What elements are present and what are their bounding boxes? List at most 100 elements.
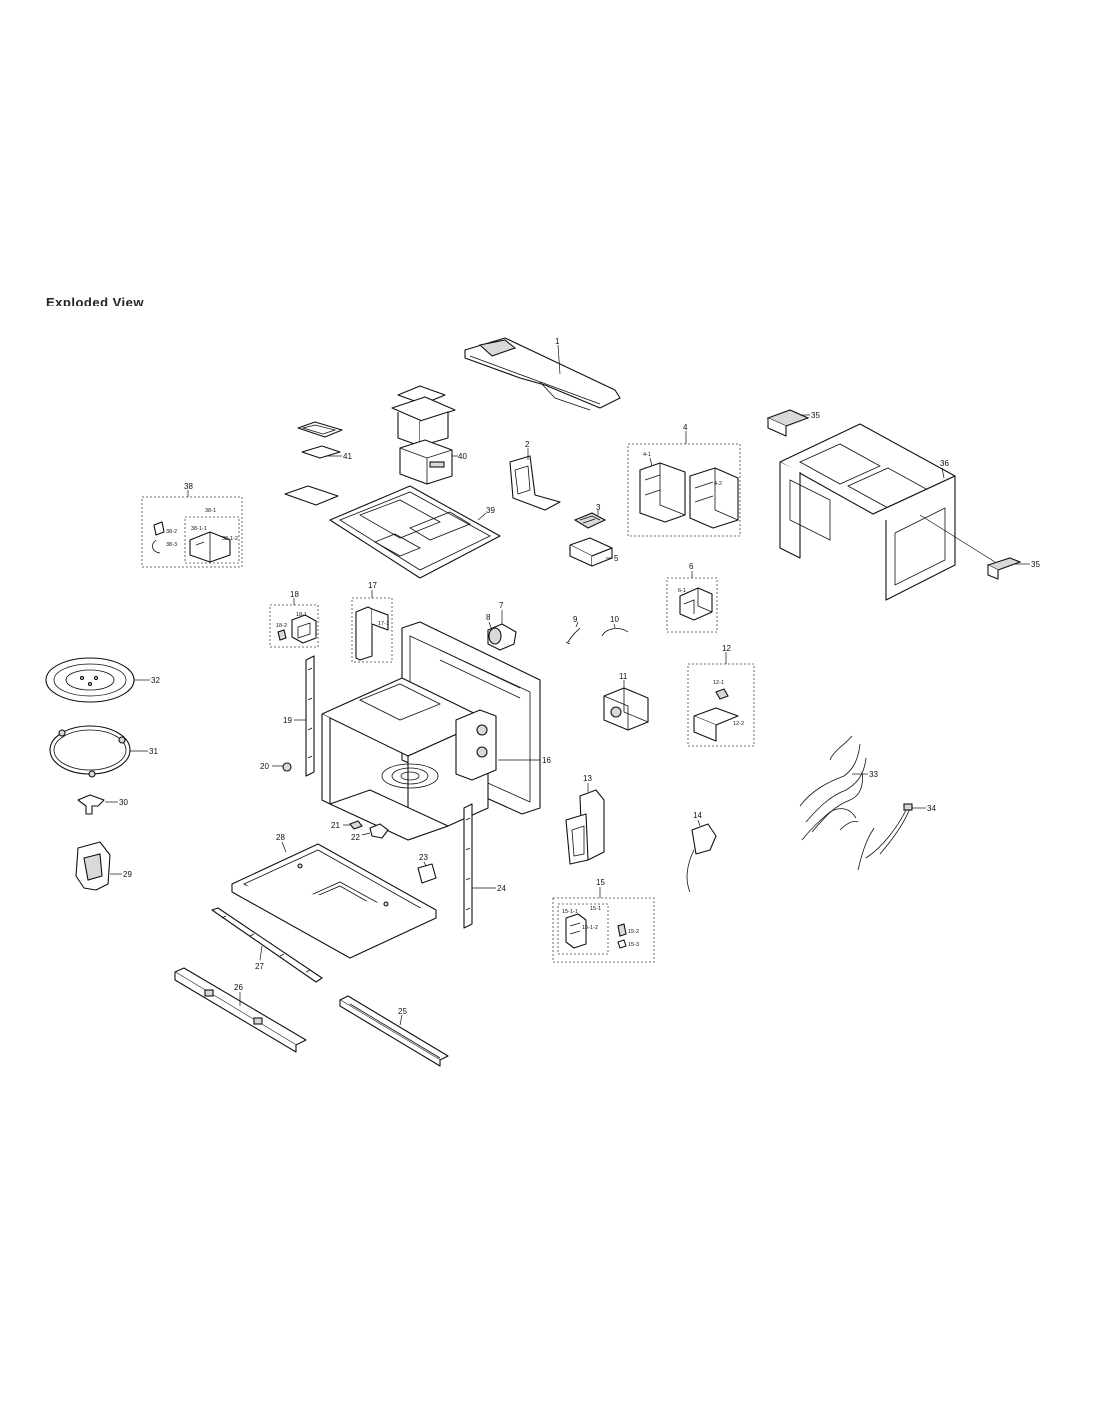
callout-9: 9 <box>573 615 578 624</box>
part-4-hinge-group: 4 4-1 4-2 <box>627 423 741 537</box>
part-5-holder: 5 <box>569 537 619 567</box>
callout-30: 30 <box>119 798 128 807</box>
part-1-top-plate: 1 <box>464 337 621 411</box>
callout-2: 2 <box>525 440 530 449</box>
callout-18-2: 18-2 <box>276 623 287 629</box>
callout-7: 7 <box>499 601 504 610</box>
callout-25: 25 <box>398 1007 407 1016</box>
part-25-rear-rail: 25 <box>339 995 449 1067</box>
callout-38-1: 38-1 <box>205 508 216 514</box>
part-7-fan-motor: 7 8 <box>486 601 517 651</box>
part-6-bracket-group: 6 6-1 <box>666 562 718 633</box>
callout-12-2: 12-2 <box>733 721 744 727</box>
callout-6: 6 <box>689 562 694 571</box>
callout-18-1: 18-1 <box>296 612 307 618</box>
part-35-vent-top: 35 <box>766 409 820 437</box>
part-18-interlock-group: 18 18-1 18-2 <box>269 590 319 648</box>
callout-13: 13 <box>583 774 592 783</box>
part-27-front-rail: 27 <box>211 907 323 983</box>
callout-3: 3 <box>596 503 601 512</box>
page-heading: Exploded View <box>46 294 200 306</box>
part-36-outer-case: 36 <box>779 423 956 601</box>
callout-32: 32 <box>151 676 160 685</box>
callout-5: 5 <box>614 554 619 563</box>
callout-21: 21 <box>331 821 340 830</box>
callout-15-1-2: 15-1-2 <box>582 925 598 931</box>
callout-17-1: 17-1 <box>378 621 389 627</box>
callout-4: 4 <box>683 423 688 432</box>
part-40-transformer: 40 <box>391 385 467 485</box>
callout-27: 27 <box>255 962 264 971</box>
callout-29: 29 <box>123 870 132 879</box>
callout-6-1: 6-1 <box>678 588 686 594</box>
callout-23: 23 <box>419 853 428 862</box>
callout-40: 40 <box>458 452 467 461</box>
callout-35-top: 35 <box>811 411 820 420</box>
part-15-door-switch-group: 15 15-1 15-1-1 15-1-2 15-2 15-3 <box>552 878 655 963</box>
callout-15: 15 <box>596 878 605 887</box>
callout-15-3: 15-3 <box>628 942 639 948</box>
callout-12-1: 12-1 <box>713 680 724 686</box>
callout-16: 16 <box>542 756 551 765</box>
callout-38-1-1: 38-1-1 <box>191 526 207 532</box>
callout-4-1: 4-1 <box>643 452 651 458</box>
part-14-power-cord: 14 <box>686 811 717 893</box>
callout-18: 18 <box>290 590 299 599</box>
part-9-cable: 9 <box>565 615 581 645</box>
part-23-plate: 23 <box>417 853 437 884</box>
part-32-glass-tray: 32 <box>45 657 160 703</box>
part-3-pcb: 3 <box>573 503 607 529</box>
callout-38: 38 <box>184 482 193 491</box>
callout-15-2: 15-2 <box>628 929 639 935</box>
callout-24: 24 <box>497 884 506 893</box>
part-20-foot: 20 <box>260 762 292 772</box>
callout-28: 28 <box>276 833 285 842</box>
callout-38-2: 38-2 <box>166 529 177 535</box>
callout-15-1-1: 15-1-1 <box>562 909 578 915</box>
callout-38-1-2: 38-1-2 <box>222 536 238 542</box>
part-11-magnetron: 11 <box>603 672 649 731</box>
callout-17: 17 <box>368 581 377 590</box>
callout-26: 26 <box>234 983 243 992</box>
callout-14: 14 <box>693 811 702 820</box>
part-22-motor: 22 <box>351 823 389 842</box>
callout-22: 22 <box>351 833 360 842</box>
part-35-vent-side: 35 <box>919 514 1040 580</box>
part-19-side-rail: 19 <box>283 655 315 777</box>
callout-38-3: 38-3 <box>166 542 177 548</box>
callout-31: 31 <box>149 747 158 756</box>
part-16-cavity: 16 <box>321 621 551 841</box>
part-31-roller-ring: 31 <box>49 725 158 778</box>
part-33-wire-harness: 33 <box>799 735 878 841</box>
callout-33: 33 <box>869 770 878 779</box>
callout-1: 1 <box>555 337 560 346</box>
part-41-gasket: 41 <box>284 421 352 506</box>
callout-4-2: 4-2 <box>714 481 722 487</box>
callout-10: 10 <box>610 615 619 624</box>
page-heading-text: Exploded View <box>46 295 145 306</box>
callout-41: 41 <box>343 452 352 461</box>
callout-12: 12 <box>722 644 731 653</box>
part-26-bottom-rail: 26 <box>174 967 307 1053</box>
part-12-sensor-group: 12 12-1 12-2 <box>687 644 755 747</box>
callout-35-side: 35 <box>1031 560 1040 569</box>
part-13-air-guide: 13 <box>565 774 605 865</box>
part-34-wire-lead: 34 <box>857 803 936 871</box>
callout-11: 11 <box>619 672 628 681</box>
part-30-coupler: 30 <box>77 794 128 815</box>
part-39-base-plate: 39 <box>329 485 501 579</box>
callout-19: 19 <box>283 716 292 725</box>
callout-8: 8 <box>486 613 491 622</box>
callout-20: 20 <box>260 762 269 771</box>
part-17-duct-group: 17 17-1 <box>351 581 393 663</box>
part-38-switch-group: 38 38-1 38-1-1 38-1-2 38-2 38-3 <box>141 482 243 568</box>
part-21-clip: 21 <box>331 820 363 830</box>
part-2-bracket: 2 <box>509 440 561 511</box>
part-24-side-rail: 24 <box>463 803 506 929</box>
part-29-handle: 29 <box>75 841 132 891</box>
part-10-cable: 10 <box>601 615 629 637</box>
callout-34: 34 <box>927 804 936 813</box>
callout-15-1: 15-1 <box>590 906 601 912</box>
part-28-bottom-plate: 28 <box>231 833 437 959</box>
